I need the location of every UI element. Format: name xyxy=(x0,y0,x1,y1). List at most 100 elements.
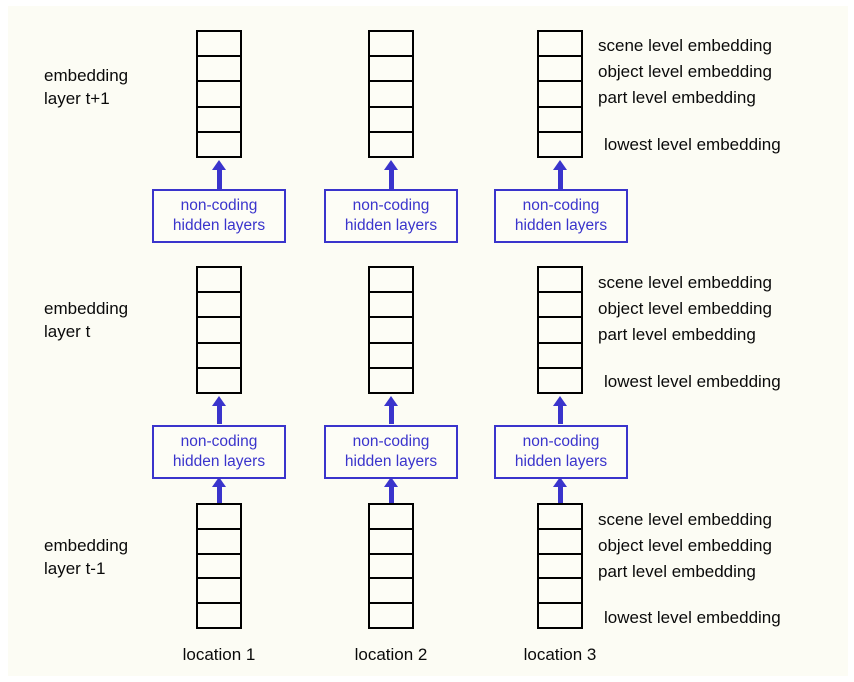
hidden-layers-block-lower-location-3[interactable]: non-coding hidden layers xyxy=(494,425,628,479)
upward-arrow-icon xyxy=(209,160,229,189)
embedding-cell-scene[interactable] xyxy=(198,505,240,530)
embedding-cell-part[interactable] xyxy=(370,555,412,580)
location-label-2: location 2 xyxy=(354,645,428,664)
embedding-stack-t-minus-1-location-1[interactable] xyxy=(196,503,242,629)
embedding-stack-t-location-3[interactable] xyxy=(537,266,583,394)
location-label-1: location 1 xyxy=(182,645,256,664)
embedding-cell-lowest[interactable] xyxy=(370,604,412,627)
embedding-cell-object[interactable] xyxy=(539,57,581,83)
upward-arrow-icon xyxy=(209,396,229,424)
embedding-cell-part[interactable] xyxy=(539,555,581,580)
hidden-layers-block-lower-location-2[interactable]: non-coding hidden layers xyxy=(324,425,458,479)
upward-arrow-icon xyxy=(381,160,401,189)
location-label-3: location 3 xyxy=(523,645,597,664)
embedding-cell-object[interactable] xyxy=(198,57,240,83)
embedding-cell-mid[interactable] xyxy=(198,344,240,369)
layer-label-t-plus-1: embedding layer t+1 xyxy=(44,66,129,108)
upward-arrow-icon xyxy=(550,477,570,505)
hidden-layers-line-1: non-coding xyxy=(180,433,258,450)
embedding-cell-mid[interactable] xyxy=(539,344,581,369)
embedding-cell-scene[interactable] xyxy=(539,268,581,294)
level-label-scene-t-minus-1: scene level embedding xyxy=(598,510,772,529)
embedding-cell-scene[interactable] xyxy=(198,32,240,58)
hidden-layers-block-upper-location-3[interactable]: non-coding hidden layers xyxy=(494,189,628,243)
level-label-part-t-minus-1: part level embedding xyxy=(598,562,756,581)
embedding-cell-part[interactable] xyxy=(198,82,240,108)
embedding-cell-scene[interactable] xyxy=(370,268,412,294)
embedding-cell-mid[interactable] xyxy=(539,579,581,605)
level-label-part-t-plus-1: part level embedding xyxy=(598,88,756,107)
embedding-cell-part[interactable] xyxy=(370,318,412,344)
embedding-stack-t-location-1[interactable] xyxy=(196,266,242,394)
hidden-layers-line-2: hidden layers xyxy=(514,217,608,234)
hidden-layers-line-1: non-coding xyxy=(180,197,258,214)
hidden-layers-line-2: hidden layers xyxy=(172,453,266,470)
level-label-lowest-t-plus-1: lowest level embedding xyxy=(604,135,781,154)
embedding-cell-mid[interactable] xyxy=(198,108,240,133)
hidden-layers-line-1: non-coding xyxy=(522,433,600,450)
embedding-cell-scene[interactable] xyxy=(370,505,412,530)
embedding-stack-t-plus-1-location-3[interactable] xyxy=(537,30,583,158)
level-label-part-t: part level embedding xyxy=(598,325,756,344)
layer-label-t-minus-1: embedding layer t-1 xyxy=(44,536,129,578)
level-label-scene-t: scene level embedding xyxy=(598,273,772,292)
embedding-stack-t-plus-1-location-2[interactable] xyxy=(368,30,414,158)
hidden-layers-line-2: hidden layers xyxy=(344,217,438,234)
level-label-object-t-plus-1: object level embedding xyxy=(598,62,772,81)
embedding-stack-t-minus-1-location-2[interactable] xyxy=(368,503,414,629)
hidden-layers-line-1: non-coding xyxy=(352,197,430,214)
embedding-cell-mid[interactable] xyxy=(370,344,412,369)
upward-arrow-icon xyxy=(381,477,401,505)
embedding-cell-part[interactable] xyxy=(539,82,581,108)
upward-arrow-icon xyxy=(381,396,401,424)
upward-arrow-icon xyxy=(550,160,570,189)
level-label-scene-t-plus-1: scene level embedding xyxy=(598,36,772,55)
embedding-cell-lowest[interactable] xyxy=(539,133,581,156)
embedding-cell-scene[interactable] xyxy=(370,32,412,58)
embedding-cell-part[interactable] xyxy=(198,555,240,580)
embedding-cell-part[interactable] xyxy=(198,318,240,344)
hidden-layers-line-1: non-coding xyxy=(522,197,600,214)
layer-label-t: embedding layer t xyxy=(44,299,129,341)
level-label-object-t: object level embedding xyxy=(598,299,772,318)
embedding-stack-t-location-2[interactable] xyxy=(368,266,414,394)
embedding-cell-object[interactable] xyxy=(198,530,240,555)
hidden-layers-block-upper-location-2[interactable]: non-coding hidden layers xyxy=(324,189,458,243)
embedding-cell-lowest[interactable] xyxy=(198,133,240,156)
embedding-cell-scene[interactable] xyxy=(539,505,581,530)
embedding-cell-scene[interactable] xyxy=(198,268,240,294)
embedding-cell-lowest[interactable] xyxy=(370,133,412,156)
figure-canvas xyxy=(8,6,848,676)
hidden-layers-line-2: hidden layers xyxy=(344,453,438,470)
embedding-cell-mid[interactable] xyxy=(539,108,581,133)
embedding-cell-lowest[interactable] xyxy=(539,369,581,392)
embedding-cell-mid[interactable] xyxy=(198,579,240,605)
embedding-cell-object[interactable] xyxy=(370,530,412,555)
hidden-layers-block-upper-location-1[interactable]: non-coding hidden layers xyxy=(152,189,286,243)
embedding-stack-t-plus-1-location-1[interactable] xyxy=(196,30,242,158)
embedding-cell-part[interactable] xyxy=(370,82,412,108)
embedding-cell-lowest[interactable] xyxy=(198,604,240,627)
embedding-cell-mid[interactable] xyxy=(370,579,412,605)
embedding-cell-lowest[interactable] xyxy=(539,604,581,627)
hidden-layers-line-2: hidden layers xyxy=(514,453,608,470)
embedding-cell-object[interactable] xyxy=(198,293,240,319)
upward-arrow-icon xyxy=(209,477,229,505)
embedding-cell-object[interactable] xyxy=(370,293,412,319)
embedding-stack-t-minus-1-location-3[interactable] xyxy=(537,503,583,629)
embedding-cell-object[interactable] xyxy=(370,57,412,83)
upward-arrow-icon xyxy=(550,396,570,424)
level-label-object-t-minus-1: object level embedding xyxy=(598,536,772,555)
embedding-cell-scene[interactable] xyxy=(539,32,581,58)
embedding-cell-object[interactable] xyxy=(539,293,581,319)
hidden-layers-block-lower-location-1[interactable]: non-coding hidden layers xyxy=(152,425,286,479)
level-label-lowest-t-minus-1: lowest level embedding xyxy=(604,608,781,627)
embedding-cell-part[interactable] xyxy=(539,318,581,344)
hidden-layers-line-1: non-coding xyxy=(352,433,430,450)
embedding-cell-lowest[interactable] xyxy=(198,369,240,392)
embedding-cell-lowest[interactable] xyxy=(370,369,412,392)
embedding-cell-mid[interactable] xyxy=(370,108,412,133)
embedding-cell-object[interactable] xyxy=(539,530,581,555)
level-label-lowest-t: lowest level embedding xyxy=(604,372,781,391)
